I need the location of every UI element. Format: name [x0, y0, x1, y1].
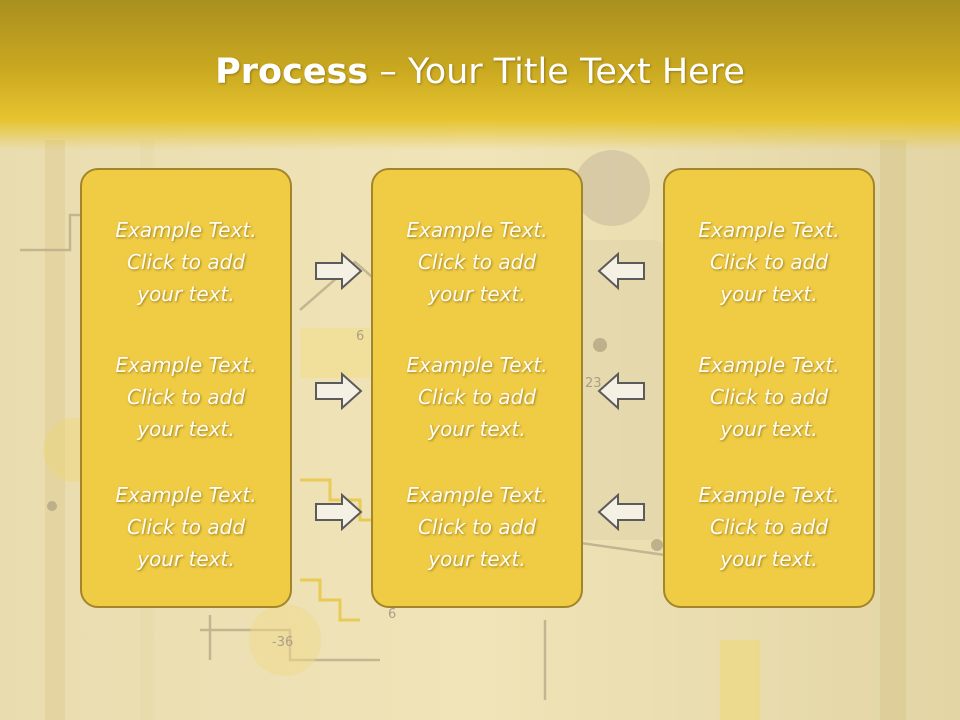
text-block[interactable]: Example Text. Click to add your text.	[665, 214, 873, 310]
text-line: your text.	[720, 417, 818, 441]
right-arrow-icon	[315, 492, 363, 532]
text-line: Click to add	[709, 385, 829, 409]
left-arrow-icon	[597, 371, 645, 411]
background-number: -36	[272, 635, 293, 650]
title-rest: – Your Title Text Here	[368, 52, 745, 92]
left-arrow-icon	[597, 251, 645, 291]
text-line: Click to add	[417, 385, 537, 409]
text-line: Example Text.	[115, 483, 257, 507]
text-block[interactable]: Example Text. Click to add your text.	[665, 479, 873, 575]
text-block[interactable]: Example Text. Click to add your text.	[82, 214, 290, 310]
text-block[interactable]: Example Text. Click to add your text.	[665, 349, 873, 445]
background-number: 6	[356, 329, 364, 344]
text-line: Click to add	[709, 515, 829, 539]
process-box-right[interactable]: Example Text. Click to add your text. Ex…	[663, 168, 875, 608]
text-line: your text.	[720, 282, 818, 306]
process-box-center[interactable]: Example Text. Click to add your text. Ex…	[371, 168, 583, 608]
text-line: Example Text.	[115, 218, 257, 242]
text-line: your text.	[137, 282, 235, 306]
text-block[interactable]: Example Text. Click to add your text.	[373, 479, 581, 575]
text-line: Example Text.	[698, 483, 840, 507]
title-band	[0, 0, 960, 150]
text-block[interactable]: Example Text. Click to add your text.	[373, 349, 581, 445]
text-line: Click to add	[126, 250, 246, 274]
text-line: Example Text.	[406, 483, 548, 507]
text-block[interactable]: Example Text. Click to add your text.	[82, 349, 290, 445]
background-number: 23	[585, 376, 602, 391]
text-line: Example Text.	[698, 353, 840, 377]
text-line: Click to add	[417, 515, 537, 539]
process-box-left[interactable]: Example Text. Click to add your text. Ex…	[80, 168, 292, 608]
text-line: Example Text.	[115, 353, 257, 377]
background-number: 6	[388, 607, 396, 622]
text-line: your text.	[137, 547, 235, 571]
text-line: Click to add	[126, 385, 246, 409]
right-arrow-icon	[315, 371, 363, 411]
right-arrow-icon	[315, 251, 363, 291]
text-block[interactable]: Example Text. Click to add your text.	[82, 479, 290, 575]
text-block[interactable]: Example Text. Click to add your text.	[373, 214, 581, 310]
slide-title[interactable]: Process – Your Title Text Here	[0, 52, 960, 92]
text-line: your text.	[428, 417, 526, 441]
text-line: Click to add	[417, 250, 537, 274]
left-arrow-icon	[597, 492, 645, 532]
text-line: your text.	[428, 282, 526, 306]
text-line: Click to add	[709, 250, 829, 274]
text-line: your text.	[137, 417, 235, 441]
text-line: Click to add	[126, 515, 246, 539]
text-line: Example Text.	[406, 353, 548, 377]
title-bold: Process	[215, 52, 369, 92]
text-line: Example Text.	[406, 218, 548, 242]
text-line: your text.	[720, 547, 818, 571]
text-line: your text.	[428, 547, 526, 571]
text-line: Example Text.	[698, 218, 840, 242]
